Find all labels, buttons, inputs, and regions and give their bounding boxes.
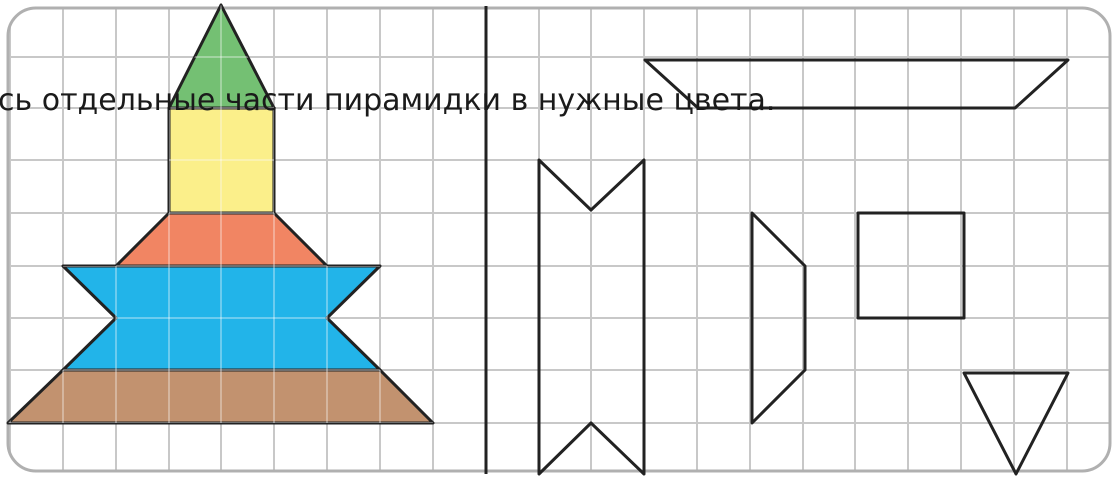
instruction-text: сь отдельные части пирамидки в нужные цв… xyxy=(0,83,775,118)
